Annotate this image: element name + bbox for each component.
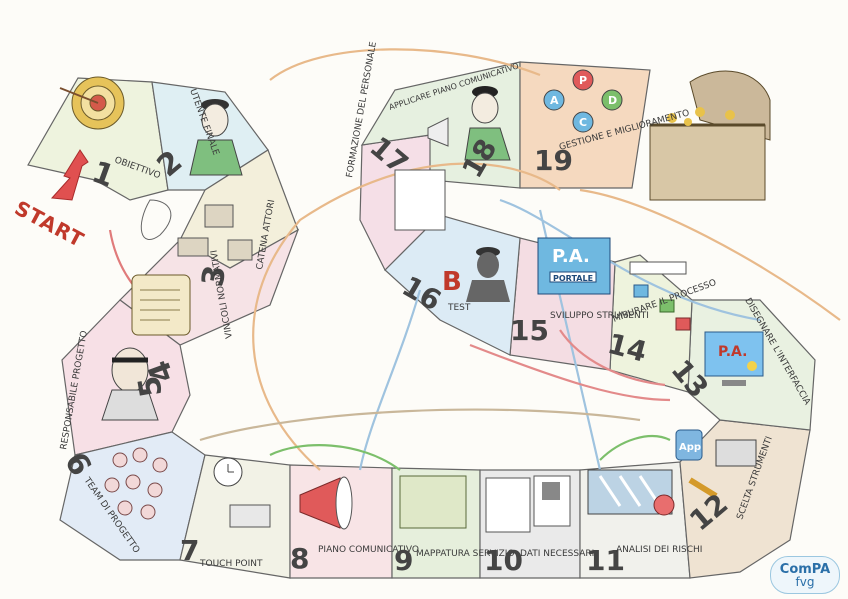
pdca-d: D bbox=[608, 94, 617, 107]
portal-screen-icon bbox=[537, 237, 611, 295]
target-icon bbox=[59, 76, 125, 130]
step-16-badge: B bbox=[442, 267, 462, 297]
step-7-label: TOUCH POINT bbox=[199, 559, 263, 569]
clock-icon bbox=[213, 457, 271, 528]
pdca-cycle-icon bbox=[543, 69, 623, 133]
scroll-icon bbox=[131, 274, 191, 336]
step-19-number: 19 bbox=[534, 144, 573, 177]
step-10-label: DATI NECESSARI bbox=[520, 549, 594, 559]
tools-icon bbox=[675, 429, 757, 499]
pdca-c: C bbox=[579, 116, 587, 129]
risk-window-icon bbox=[587, 469, 675, 516]
computer-pa-text: P.A. bbox=[718, 344, 747, 360]
step-7-number: 7 bbox=[180, 534, 199, 567]
step-15-label: SVILUPPO STRUMENTI bbox=[550, 311, 649, 321]
manager-icon bbox=[101, 347, 159, 421]
compa-fvg-logo: ComPA fvg bbox=[770, 556, 840, 594]
presenter-icon bbox=[464, 86, 511, 161]
buildings-icon bbox=[177, 204, 253, 261]
user-figure-icon bbox=[189, 99, 243, 176]
portal-label-text: PORTALE bbox=[553, 274, 593, 283]
logo-line-1: ComPA bbox=[779, 561, 831, 577]
step-9-number: 9 bbox=[394, 544, 413, 577]
megaphone-icon bbox=[299, 476, 353, 530]
step-10-number: 10 bbox=[484, 544, 523, 577]
training-board-icon bbox=[394, 169, 446, 231]
megaphone-2-icon bbox=[427, 117, 449, 147]
step-16-label: TEST bbox=[447, 303, 471, 313]
computer-icon bbox=[704, 331, 764, 386]
app-text: App bbox=[679, 442, 701, 453]
step-9-label: MAPPATURA SERVIZIO bbox=[416, 549, 515, 559]
test-user-icon bbox=[466, 247, 510, 302]
team-icon bbox=[104, 447, 168, 520]
step-8-label: PIANO COMUNICATIVO bbox=[318, 545, 419, 555]
step-11-number: 11 bbox=[586, 544, 625, 577]
step-8-number: 8 bbox=[290, 542, 309, 575]
portal-pa-text: P.A. bbox=[552, 246, 590, 267]
pdca-p: P bbox=[579, 74, 587, 87]
pdca-a: A bbox=[550, 94, 559, 107]
logo-line-2: fvg bbox=[795, 574, 815, 589]
map-icon bbox=[399, 475, 467, 529]
treasure-chest-icon bbox=[649, 70, 771, 201]
process-icon bbox=[629, 261, 691, 331]
step-15-number: 15 bbox=[510, 314, 549, 347]
step-11-label: ANALISI DEI RISCHI bbox=[616, 545, 702, 555]
data-card-icon bbox=[485, 475, 571, 533]
